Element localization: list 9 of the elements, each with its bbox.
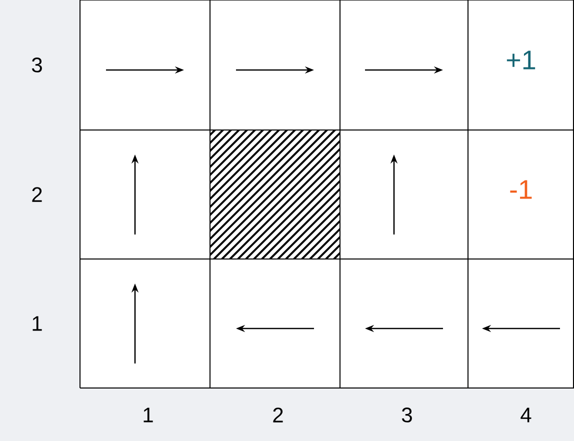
reward-value: +1 — [506, 50, 536, 70]
row-number: 3 — [32, 58, 42, 72]
column-number: 3 — [402, 408, 412, 422]
row-number: 1 — [32, 316, 42, 331]
reward-value: -1 — [510, 180, 532, 199]
column-number: 2 — [273, 408, 283, 422]
column-number: 1 — [144, 408, 153, 422]
row-number: 2 — [32, 187, 42, 202]
column-number: 4 — [520, 408, 532, 422]
